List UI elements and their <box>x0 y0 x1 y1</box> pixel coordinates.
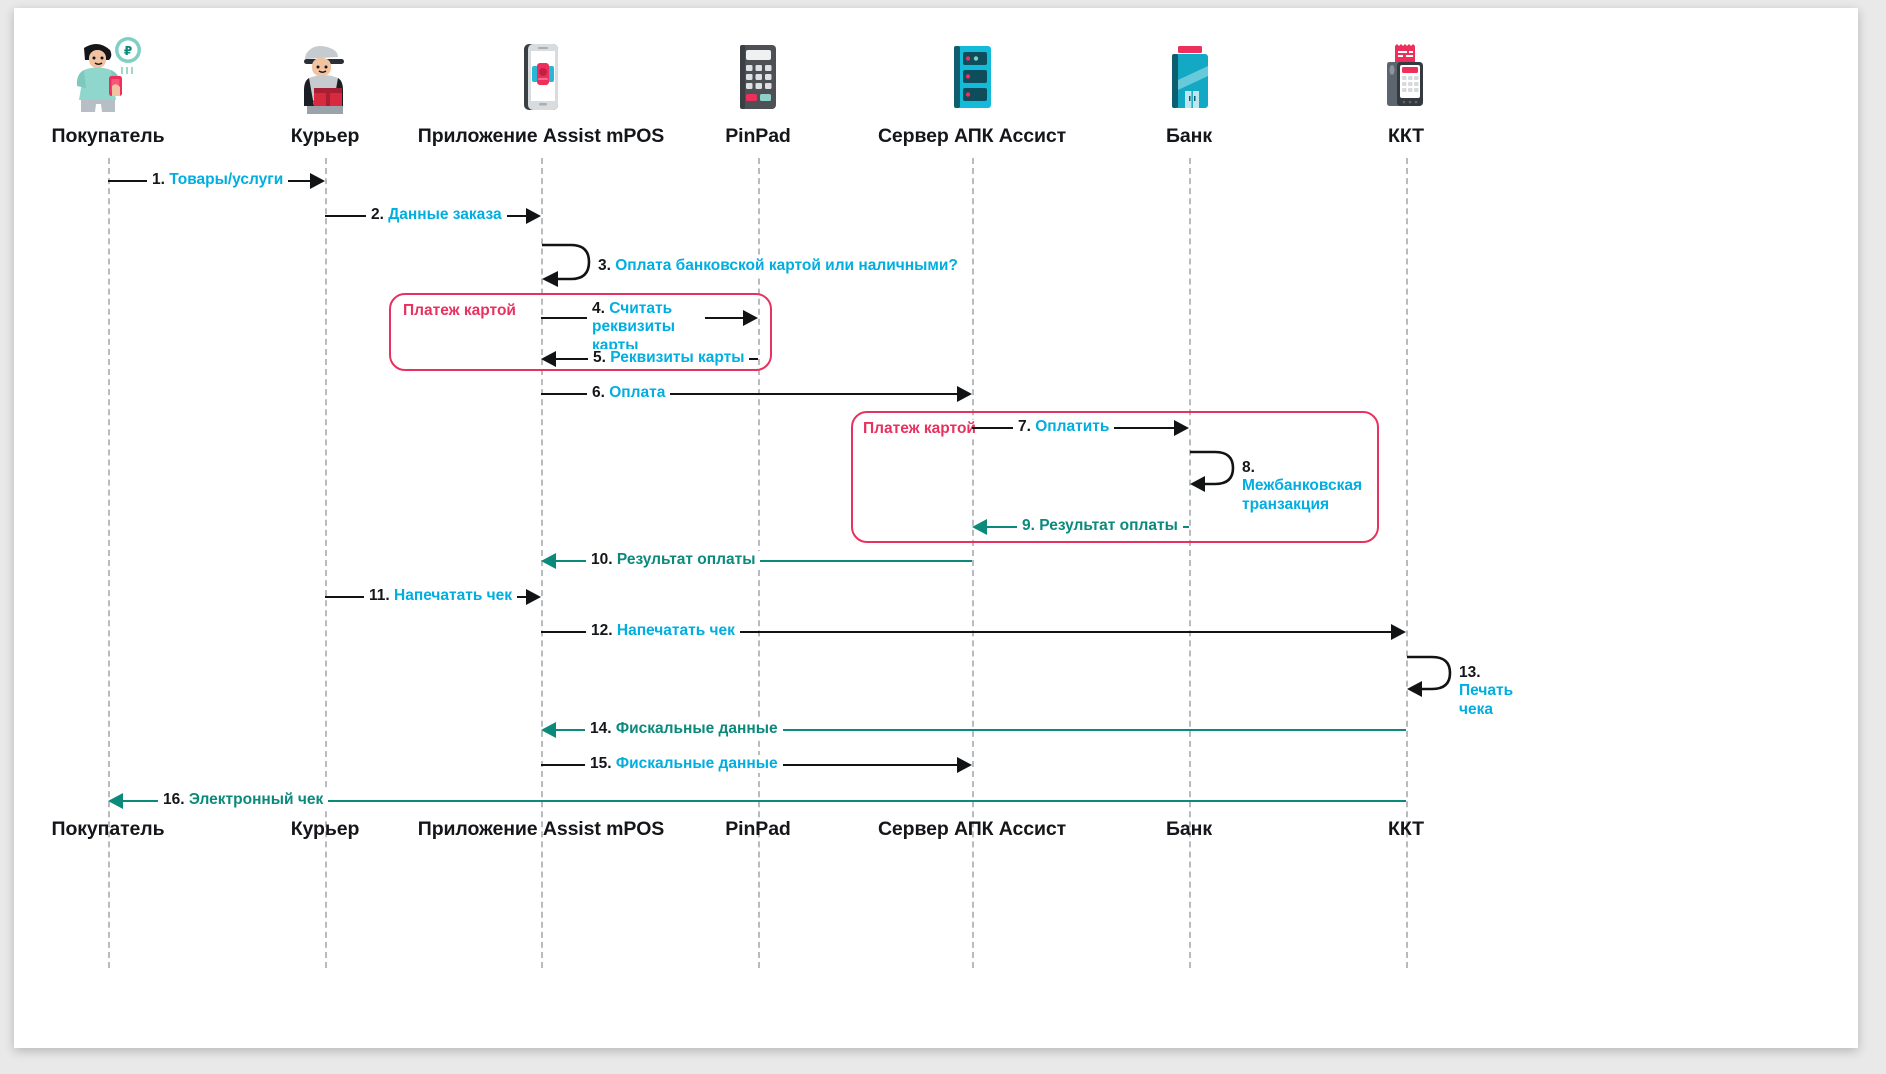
lifeline-server <box>972 158 974 968</box>
lifeline-kkt <box>1406 158 1408 968</box>
lifeline-bank <box>1189 158 1191 968</box>
message-13: 13. Печать чека <box>1406 653 1532 719</box>
actor-name-label: ККТ <box>1388 125 1424 147</box>
message-line <box>541 393 957 395</box>
message-label: 5. Реквизиты карты <box>588 349 750 368</box>
message-label: 15. Фискальные данные <box>585 755 783 774</box>
message-line <box>556 560 972 562</box>
message-3: 3. Оплата банковской картой или наличным… <box>541 241 963 298</box>
actor-footer-customer: Покупатель <box>51 818 165 840</box>
actor-footer-kkt: ККТ <box>1388 818 1424 840</box>
message-label: 16. Электронный чек <box>158 791 329 810</box>
lifeline-customer <box>108 158 110 968</box>
actor-header-app: Приложение Assist mPOS <box>411 34 671 148</box>
actor-name-label: Банк <box>1166 125 1212 147</box>
message-label: 3. Оплата банковской картой или наличным… <box>593 257 963 276</box>
actor-header-bank: Банк <box>1059 34 1319 148</box>
message-label: 12. Напечатать чек <box>586 622 740 641</box>
smartphone-app-icon <box>411 34 671 116</box>
arrowhead-left-icon <box>541 553 556 569</box>
fragment-box-card-payment-2 <box>851 411 1379 543</box>
message-label: 4. Считать реквизиты карты <box>587 300 705 355</box>
arrowhead-right-icon <box>957 757 972 773</box>
actor-name-label: Курьер <box>290 125 360 147</box>
diagram-page: ₽ <box>14 8 1858 1048</box>
arrowhead-right-icon <box>1174 420 1189 436</box>
message-label: 11. Напечатать чек <box>364 587 518 606</box>
message-line <box>123 800 1406 802</box>
message-label: 1. Товары/услуги <box>147 171 289 190</box>
actor-footer-courier: Курьер <box>290 818 360 840</box>
actor-footer-server: Сервер АПК Ассист <box>877 818 1067 840</box>
server-rack-icon <box>842 34 1102 116</box>
arrowhead-left-icon <box>108 793 123 809</box>
message-label: 8. Межбанковская транзакция <box>1237 459 1362 514</box>
message-label: 13. Печать чека <box>1454 664 1532 719</box>
actor-footer-pinpad: PinPad <box>725 818 791 840</box>
message-label: 14. Фискальные данные <box>585 720 783 739</box>
fragment-label: Платеж картой <box>860 420 979 438</box>
bank-building-icon <box>1059 34 1319 116</box>
actor-footer-app: Приложение Assist mPOS <box>417 818 665 840</box>
arrowhead-right-icon <box>526 208 541 224</box>
arrowhead-left-icon <box>541 722 556 738</box>
fiscal-printer-icon <box>1276 34 1536 116</box>
actor-header-courier: Курьер <box>195 34 455 148</box>
message-line <box>541 631 1391 633</box>
self-loop-arrow-icon <box>1407 655 1452 697</box>
actor-name-label: PinPad <box>725 125 791 147</box>
message-label: 7. Оплатить <box>1013 418 1115 437</box>
actor-header-server: Сервер АПК Ассист <box>842 34 1102 148</box>
arrowhead-left-icon <box>541 351 556 367</box>
actor-name-label: Сервер АПК Ассист <box>877 125 1067 147</box>
actor-header-pinpad: PinPad <box>628 34 888 148</box>
actor-header-customer: ₽ <box>0 34 238 148</box>
courier-with-parcel-icon <box>195 34 455 116</box>
message-8: 8. Межбанковская транзакция <box>1189 448 1362 514</box>
message-label: 9. Результат оплаты <box>1017 517 1183 536</box>
lifeline-courier <box>325 158 327 968</box>
fragment-label: Платеж картой <box>400 302 519 320</box>
message-label: 6. Оплата <box>587 384 671 403</box>
customer-with-phone-icon: ₽ <box>0 34 238 116</box>
actor-header-kkt: ККТ <box>1276 34 1536 148</box>
fragment-box-card-payment-1 <box>389 293 772 371</box>
arrowhead-right-icon <box>1391 624 1406 640</box>
pinpad-terminal-icon <box>628 34 888 116</box>
arrowhead-right-icon <box>526 589 541 605</box>
message-label: 10. Результат оплаты <box>586 551 761 570</box>
arrowhead-right-icon <box>310 173 325 189</box>
actor-footer-bank: Банк <box>1166 818 1212 840</box>
actor-name-label: Покупатель <box>51 125 165 147</box>
actor-name-label: Приложение Assist mPOS <box>417 125 665 147</box>
self-loop-arrow-icon <box>542 243 591 287</box>
arrowhead-left-icon <box>972 519 987 535</box>
sequence-diagram: ₽ <box>14 8 1858 1048</box>
arrowhead-right-icon <box>743 310 758 326</box>
self-loop-arrow-icon <box>1190 450 1235 492</box>
svg-text:₽: ₽ <box>124 44 132 58</box>
arrowhead-right-icon <box>957 386 972 402</box>
message-line <box>556 729 1406 731</box>
message-label: 2. Данные заказа <box>366 206 507 225</box>
